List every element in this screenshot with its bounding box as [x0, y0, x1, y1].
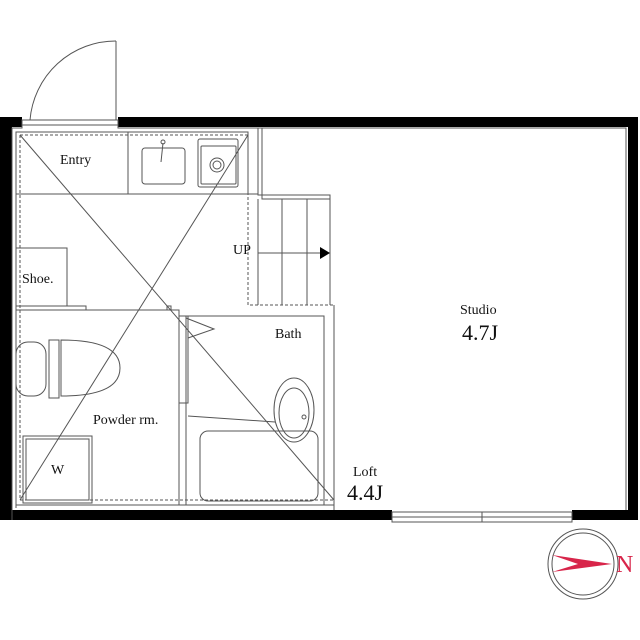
- room-label-washer: W: [51, 463, 65, 478]
- room-label-shoe: Shoe.: [22, 272, 54, 287]
- outer-walls: [0, 117, 638, 520]
- north-arrow-icon: [552, 555, 612, 572]
- stairs-up-label: UP: [233, 243, 251, 258]
- room-label-loft: Loft: [353, 465, 378, 480]
- room-label-studio: Studio: [460, 303, 497, 318]
- entry-door: [21, 40, 119, 126]
- room-label-bath: Bath: [275, 327, 302, 342]
- room-label-powder: Powder rm.: [93, 413, 159, 428]
- room-label-entry: Entry: [60, 153, 92, 168]
- compass-north-label: N: [616, 552, 634, 578]
- up-arrow-icon: [320, 247, 330, 259]
- compass-icon: [547, 528, 619, 600]
- room-size-studio: 4.7J: [462, 320, 499, 345]
- room-size-loft: 4.4J: [347, 480, 384, 505]
